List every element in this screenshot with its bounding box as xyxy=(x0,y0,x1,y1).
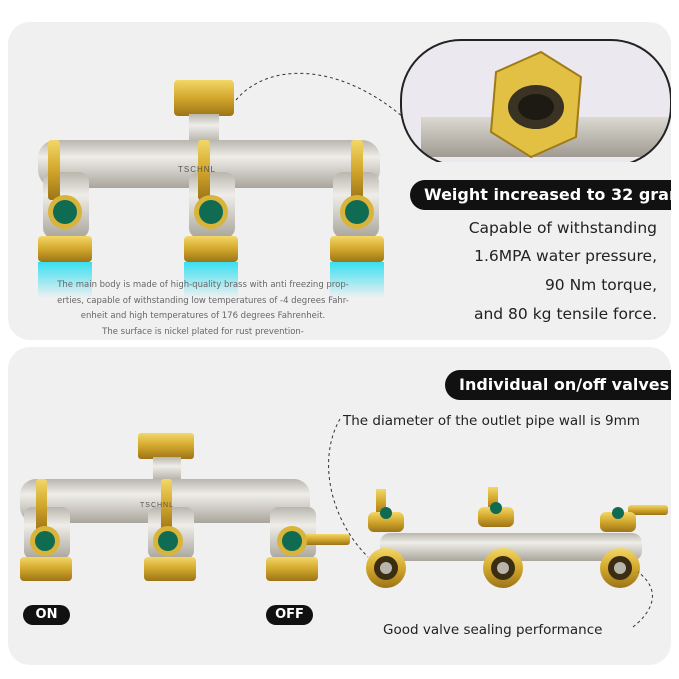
outlet-thread xyxy=(20,557,72,581)
outlet-thread xyxy=(38,236,92,262)
weight-badge: Weight increased to 32 grams xyxy=(410,180,671,210)
manifold-image-bottom: TSCHNL xyxy=(20,418,668,628)
valve-handle xyxy=(351,140,363,200)
valve-handle xyxy=(628,505,668,515)
valve-handle xyxy=(48,140,60,200)
valve-handle xyxy=(488,487,498,511)
brand-mark: TSCHNL xyxy=(140,502,174,509)
valves-badge: Individual on/off valves xyxy=(445,370,671,400)
water-flow xyxy=(330,262,384,298)
outlet-thread xyxy=(144,557,196,581)
caption-line: The surface is nickel plated for rust pr… xyxy=(102,327,304,337)
closeup-inset-top xyxy=(400,39,671,162)
inlet-nut xyxy=(174,80,234,116)
valve-handle xyxy=(161,479,172,531)
outlet-thread xyxy=(266,557,318,581)
spec-line: Capable of withstanding xyxy=(468,219,657,237)
manifold-image-top: TSCHNL xyxy=(38,72,404,298)
caption-line: erties, capable of withstanding low temp… xyxy=(57,296,349,306)
on-label: ON xyxy=(23,605,70,625)
outlet-thread xyxy=(184,236,238,262)
valve-handle xyxy=(36,479,47,531)
valve-handle xyxy=(198,140,210,200)
valve-handle xyxy=(376,489,386,515)
top-panel: TSCHNL Weight increased to 32 grams Capa… xyxy=(8,22,671,340)
callout-line xyxy=(235,72,404,118)
inlet-nut xyxy=(138,433,194,459)
sealing-note: Good valve sealing performance xyxy=(383,622,603,638)
caption-line: enheit and high temperatures of 176 degr… xyxy=(80,311,326,321)
water-flow xyxy=(38,262,92,298)
spec-line: 90 Nm torque, xyxy=(544,276,657,294)
bottom-panel: Individual on/off valves The diameter of… xyxy=(8,347,671,665)
spec-line: and 80 kg tensile force. xyxy=(473,305,657,323)
outlet-thread xyxy=(330,236,384,262)
caption-line: The main body is made of high-quality br… xyxy=(57,280,349,290)
valve-handle xyxy=(300,534,350,545)
off-label: OFF xyxy=(266,605,313,625)
diameter-note: The diameter of the outlet pipe wall is … xyxy=(343,413,640,429)
brand-mark: TSCHNL xyxy=(178,165,216,174)
spec-line: 1.6MPA water pressure, xyxy=(474,247,657,265)
callout-line xyxy=(632,571,653,628)
water-flow xyxy=(184,262,238,298)
